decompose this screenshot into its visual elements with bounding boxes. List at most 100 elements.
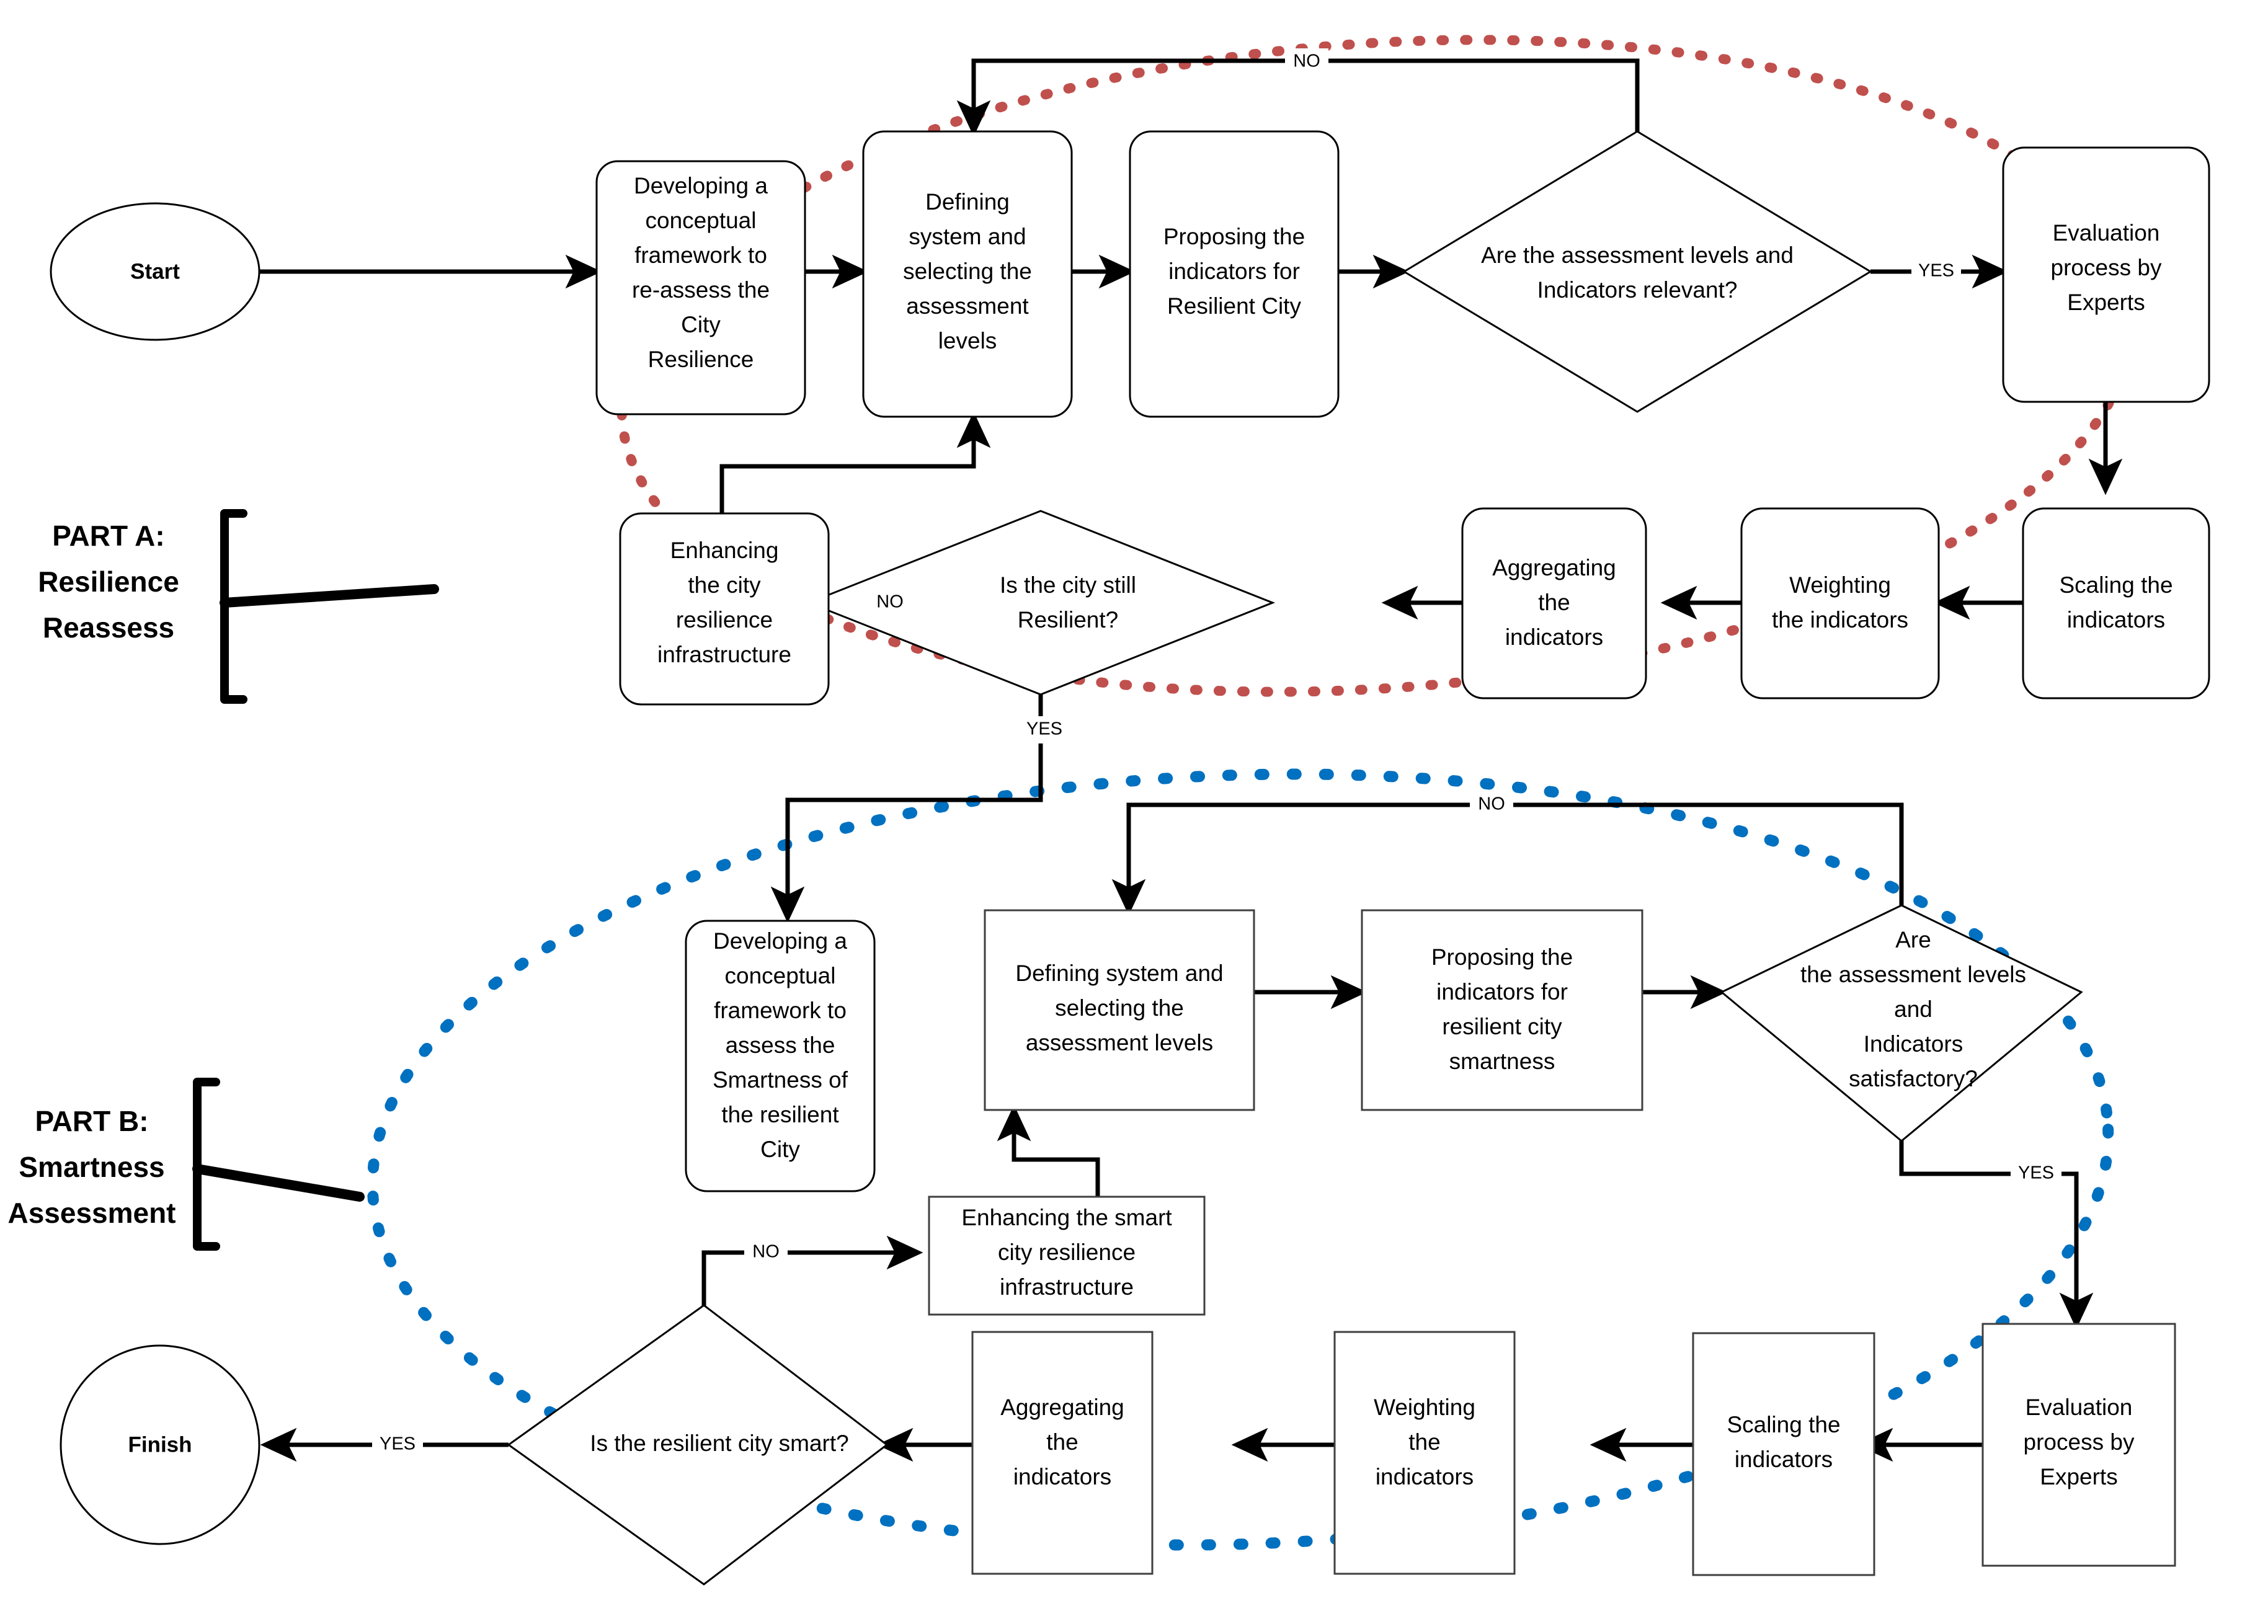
node-a-aggregating[interactable] (1461, 507, 1647, 699)
svg-text:framework to: framework to (634, 242, 767, 268)
node-b-decision-smart[interactable] (507, 1304, 889, 1586)
svg-text:Enhancing: Enhancing (670, 538, 779, 563)
node-a-scaling[interactable] (2022, 507, 2210, 699)
svg-text:Evaluation: Evaluation (2026, 1395, 2133, 1420)
svg-text:the indicators: the indicators (1772, 607, 1908, 632)
svg-text:indicators: indicators (1376, 1464, 1474, 1489)
node-b-decision-satisfactory[interactable] (1720, 904, 2083, 1142)
edge-label-bg (1285, 48, 1328, 76)
svg-text:the assessment levels: the assessment levels (1800, 962, 2026, 987)
edge-label-b-smart-yes: YES (380, 1434, 416, 1454)
svg-text:Are: Are (1895, 927, 1931, 952)
edge-label-bg (2011, 1160, 2061, 1187)
node-b-scaling-label: Scaling the indicators (1727, 1412, 1840, 1472)
svg-text:satisfactory?: satisfactory? (1849, 1066, 1978, 1091)
connector-enhancing-to-defining (719, 411, 991, 528)
node-a-developing[interactable] (595, 160, 806, 415)
node-b-defining[interactable] (984, 909, 1255, 1111)
svg-text:resilience: resilience (676, 607, 773, 632)
svg-text:infrastructure: infrastructure (657, 642, 791, 667)
svg-text:Defining system and: Defining system and (1015, 961, 1223, 986)
svg-text:Reassess: Reassess (43, 611, 174, 644)
edge-label-b-smart-no: NO (752, 1242, 780, 1262)
svg-text:Resilient?: Resilient? (1018, 607, 1118, 632)
svg-text:Smartness: Smartness (19, 1151, 164, 1183)
svg-text:Indicators relevant?: Indicators relevant? (1537, 277, 1738, 303)
node-b-proposing[interactable] (1361, 909, 1643, 1111)
part-b-label: PART B: Smartness Assessment (7, 1105, 176, 1229)
svg-text:assess the: assess the (726, 1032, 835, 1058)
node-start[interactable] (50, 202, 260, 341)
svg-text:assessment levels: assessment levels (1026, 1030, 1213, 1055)
node-b-evaluation-label: Evaluation process by Experts (2024, 1395, 2135, 1489)
part-b-group-outline-ellipse (367, 768, 2114, 1551)
svg-text:resilient city: resilient city (1442, 1014, 1562, 1039)
svg-text:conceptual: conceptual (725, 963, 836, 988)
node-a-weighting[interactable] (1740, 507, 1940, 699)
node-b-decision-satisfactory-label: Are the assessment levels and Indicators… (1800, 927, 2026, 1091)
edge-label-bg (372, 1431, 423, 1458)
node-b-aggregating[interactable] (971, 1331, 1154, 1575)
node-a-proposing[interactable] (1129, 130, 1340, 418)
svg-text:assessment: assessment (906, 293, 1029, 319)
node-a-evaluation-label: Evaluation process by Experts (2051, 220, 2162, 315)
svg-text:the: the (1046, 1429, 1078, 1455)
svg-text:PART B:: PART B: (35, 1105, 148, 1137)
edge-label-a-resilient-yes: YES (1026, 719, 1062, 739)
connector-b-enhancing-to-defining (997, 1104, 1100, 1197)
svg-text:Smartness of: Smartness of (713, 1067, 848, 1093)
svg-text:Experts: Experts (2040, 1464, 2117, 1489)
connector-part-a-yes-to-part-b (770, 694, 1043, 923)
node-b-evaluation[interactable] (1981, 1323, 2176, 1567)
svg-text:conceptual: conceptual (646, 208, 757, 233)
node-a-decision-resilient[interactable] (806, 510, 1276, 696)
svg-text:Aggregating: Aggregating (1000, 1395, 1124, 1420)
svg-text:Defining: Defining (925, 189, 1010, 215)
edge-label-a-resilient-no: NO (876, 592, 904, 612)
svg-text:Indicators: Indicators (1864, 1031, 1963, 1057)
node-b-proposing-label: Proposing the indicators for resilient c… (1431, 944, 1573, 1074)
svg-text:process by: process by (2051, 255, 2162, 280)
node-b-enhancing[interactable] (928, 1196, 1206, 1316)
node-b-weighting[interactable] (1333, 1331, 1516, 1575)
svg-text:selecting the: selecting the (903, 259, 1032, 284)
node-a-aggregating-label: Aggregating the indicators (1492, 555, 1616, 650)
svg-text:indicators: indicators (1013, 1464, 1111, 1489)
node-a-decision-relevant[interactable] (1402, 130, 1872, 413)
node-a-scaling-label: Scaling the indicators (2059, 572, 2172, 632)
svg-text:Evaluation: Evaluation (2053, 220, 2160, 246)
svg-text:indicators for: indicators for (1436, 979, 1568, 1005)
part-a-bracket-stem (220, 584, 439, 608)
svg-text:selecting the: selecting the (1055, 995, 1184, 1021)
svg-text:levels: levels (938, 328, 997, 353)
node-start-label: Start (130, 259, 180, 283)
node-finish[interactable] (60, 1344, 260, 1545)
svg-text:Proposing the: Proposing the (1431, 944, 1573, 970)
node-a-weighting-label: Weighting the indicators (1772, 572, 1908, 632)
node-a-defining[interactable] (862, 130, 1073, 418)
node-a-evaluation[interactable] (2002, 146, 2210, 403)
part-a-label: PART A: Resilience Reassess (38, 520, 179, 644)
node-b-enhancing-label: Enhancing the smart city resilience infr… (961, 1205, 1172, 1300)
svg-text:Resilient City: Resilient City (1167, 293, 1301, 319)
node-a-decision-resilient-label: Is the city still Resilient? (1000, 572, 1136, 632)
svg-text:the: the (1408, 1429, 1440, 1455)
svg-text:Enhancing the smart: Enhancing the smart (961, 1205, 1172, 1230)
node-b-scaling[interactable] (1692, 1332, 1875, 1576)
edge-label-bg (868, 589, 912, 616)
node-a-enhancing[interactable] (619, 512, 830, 706)
svg-text:Scaling the: Scaling the (2059, 572, 2172, 598)
svg-text:indicators: indicators (1735, 1447, 1833, 1472)
node-a-defining-label: Defining system and selecting the assess… (903, 189, 1032, 353)
svg-text:system and: system and (909, 224, 1026, 249)
node-b-defining-label: Defining system and selecting the assess… (1015, 961, 1223, 1055)
edge-label-bg (744, 1239, 788, 1266)
node-b-developing[interactable] (685, 920, 876, 1192)
node-a-decision-relevant-label: Are the assessment levels and Indicators… (1481, 242, 1794, 303)
part-b-bracket-stem (192, 1164, 365, 1202)
svg-text:Resilience: Resilience (648, 347, 754, 372)
svg-text:Assessment: Assessment (7, 1197, 176, 1229)
svg-text:Is the city still: Is the city still (1000, 572, 1136, 598)
svg-text:City: City (681, 312, 721, 337)
